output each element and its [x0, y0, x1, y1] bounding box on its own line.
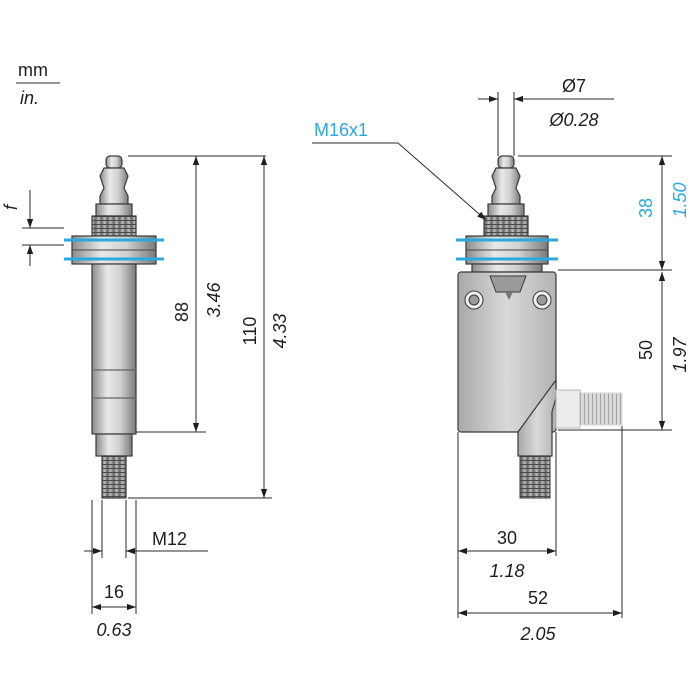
callout-m16x1: M16x1: [312, 120, 487, 221]
right-plunger: [483, 155, 529, 237]
dim-16-in: 0.63: [96, 620, 131, 640]
dim-16-mm: 16: [104, 582, 124, 602]
stroke-label: f: [1, 203, 21, 210]
dim-overall-width: 52 2.05: [458, 426, 623, 644]
right-body: [457, 271, 557, 499]
stroke-dimension: f: [1, 190, 64, 266]
dim-50-in: 1.97: [670, 337, 690, 373]
dim-52-in: 2.05: [519, 624, 556, 644]
dim-dia-mm: Ø7: [562, 76, 586, 96]
dim-110-in: 4.33: [270, 313, 290, 348]
units-metric: mm: [18, 60, 48, 80]
thread-label-m16x1: M16x1: [314, 120, 368, 140]
dim-height-flange: 88 3.46: [128, 155, 266, 433]
units-imperial: in.: [20, 88, 39, 108]
units-label: mm in.: [16, 60, 60, 108]
dim-50-mm: 50: [636, 340, 656, 360]
dim-110-mm: 110: [240, 317, 260, 346]
dim-dia-in: Ø0.28: [548, 110, 598, 130]
left-nut-assembly: [64, 235, 164, 265]
dim-thread-m12: M12: [84, 500, 208, 558]
dim-30-mm: 30: [497, 528, 517, 548]
dim-88-in: 3.46: [204, 282, 224, 318]
right-view: M16x1 Ø7 Ø0.28 38 1.50 50 1.97: [312, 76, 690, 644]
dim-body-width: 30 1.18: [457, 432, 557, 618]
dim-38-mm: 38: [636, 198, 656, 218]
dim-total-height: 110 4.33: [128, 156, 290, 499]
dim-m12: M12: [152, 529, 187, 549]
dim-plunger-height: 38 1.50: [518, 155, 690, 271]
dim-plunger-dia: Ø7 Ø0.28: [478, 76, 614, 156]
dim-body-height: 50 1.97: [558, 272, 690, 431]
right-nut-assembly: [456, 235, 558, 273]
dim-38-in: 1.50: [670, 182, 690, 217]
connector-alt-position: [555, 389, 623, 429]
left-body: [91, 263, 137, 499]
dim-30-in: 1.18: [489, 561, 524, 581]
dim-88-mm: 88: [172, 302, 192, 322]
left-plunger: [91, 155, 137, 237]
dim-52-mm: 52: [528, 588, 548, 608]
left-view: f 88 3.46 110 4.33 M12: [1, 155, 290, 640]
dim-width-16: 16 0.63: [91, 500, 137, 640]
